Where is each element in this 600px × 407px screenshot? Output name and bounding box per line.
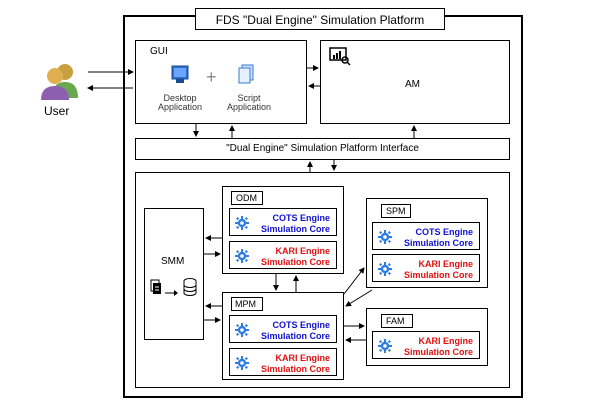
monitor-chart-icon — [329, 47, 351, 67]
core-label-line1: KARI Engine — [275, 246, 330, 256]
core-label-line2: Simulation Core — [260, 257, 330, 267]
gear-icon — [235, 356, 249, 370]
core-label-line1: COTS Engine — [415, 227, 473, 237]
document-icon — [149, 279, 163, 295]
user-label: User — [44, 104, 70, 118]
core-label-line2: Simulation Core — [403, 270, 473, 280]
gear-icon — [378, 230, 392, 244]
odm-title-box: ODM — [231, 191, 263, 205]
core-label-line1: COTS Engine — [272, 213, 330, 223]
gear-icon — [235, 323, 249, 337]
user-icon — [38, 60, 82, 102]
core-label-line1: KARI Engine — [275, 353, 330, 363]
core-label-line1: KARI Engine — [418, 336, 473, 346]
script-label-line1: Script — [237, 93, 261, 103]
plus-symbol: + — [206, 67, 217, 87]
script-label-line2: Application — [226, 102, 272, 112]
interface-box: "Dual Engine" Simulation Platform Interf… — [135, 138, 510, 160]
core-label-line2: Simulation Core — [403, 347, 473, 357]
spm-title: SPM — [386, 206, 406, 216]
gui-title: GUI — [150, 46, 168, 57]
interface-title: "Dual Engine" Simulation Platform Interf… — [226, 143, 419, 154]
core-label-line2: Simulation Core — [403, 238, 473, 248]
mpm-title-box: MPM — [231, 297, 263, 311]
gear-icon — [235, 216, 249, 230]
desktop-label-line1: Desktop — [163, 93, 197, 103]
database-icon — [182, 277, 198, 297]
core-label-line2: Simulation Core — [260, 331, 330, 341]
platform-title-box: FDS "Dual Engine" Simulation Platform — [195, 8, 445, 30]
platform-title: FDS "Dual Engine" Simulation Platform — [215, 13, 425, 27]
mpm-title: MPM — [235, 299, 256, 309]
odm-title: ODM — [236, 193, 257, 203]
desktop-application-label: Desktop Application — [150, 94, 210, 112]
core-label-line2: Simulation Core — [260, 224, 330, 234]
gear-icon — [235, 249, 249, 263]
am-title: AM — [405, 79, 420, 90]
am-box: AM — [320, 40, 510, 124]
script-application-icon — [236, 63, 258, 85]
desktop-application-icon — [170, 63, 192, 85]
fam-title-box: FAM — [381, 314, 413, 328]
gear-icon — [378, 262, 392, 276]
smm-title: SMM — [161, 256, 185, 267]
core-label-line2: Simulation Core — [260, 364, 330, 374]
gear-icon — [378, 339, 392, 353]
fam-title: FAM — [386, 316, 405, 326]
desktop-label-line2: Application — [157, 102, 203, 112]
spm-title-box: SPM — [381, 204, 411, 218]
core-label-line1: KARI Engine — [418, 259, 473, 269]
core-label-line1: COTS Engine — [272, 320, 330, 330]
smm-box: SMM — [144, 208, 204, 340]
arrow-right-icon — [165, 284, 179, 296]
script-application-label: Script Application — [219, 94, 279, 112]
gui-box: GUI + Desktop Application Script Applica… — [135, 40, 307, 124]
